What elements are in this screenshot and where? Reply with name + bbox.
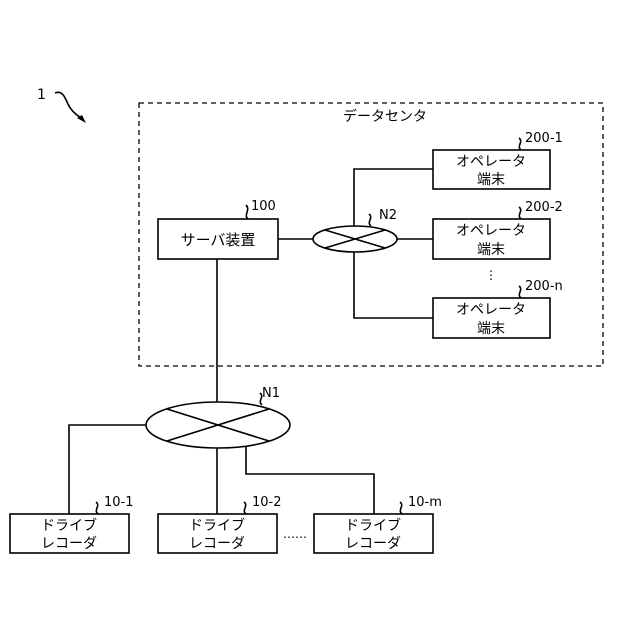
server-ref: 100 — [251, 199, 276, 214]
operator-ref-squiggle — [519, 138, 521, 150]
operator-terminal-1: オペレータ 端末 200-1 — [433, 131, 563, 189]
recorder-label-line1: ドライブ — [345, 517, 401, 534]
recorder-label-line2: レコーダ — [41, 536, 97, 552]
wire-n2-op3 — [354, 251, 433, 318]
operator-ref-squiggle — [519, 207, 521, 219]
network-n2-ref: N2 — [379, 208, 397, 223]
figure-ref-arrow — [55, 92, 82, 119]
recorder-label-line2: レコーダ — [189, 536, 245, 552]
recorder-ref: 10-m — [408, 495, 442, 510]
drive-recorder-1: ドライブ レコーダ 10-1 — [10, 495, 134, 553]
recorder-label-line1: ドライブ — [189, 517, 245, 534]
server-label: サーバ装置 — [181, 231, 256, 249]
drive-recorder-m: ドライブ レコーダ 10-m — [314, 495, 442, 553]
server-ref-squiggle — [246, 205, 248, 219]
figure-ref: 1 — [37, 87, 86, 123]
recorder-ellipsis: …… — [283, 527, 307, 541]
recorder-ref: 10-1 — [104, 495, 134, 510]
datacenter-label: データセンタ — [343, 108, 427, 125]
operator-terminal-2: オペレータ 端末 200-2 — [433, 200, 563, 259]
recorder-ref-squiggle — [96, 502, 98, 514]
operator-ref: 200-1 — [525, 131, 563, 146]
operator-ref: 200-n — [525, 279, 563, 294]
operator-ref-squiggle — [519, 286, 521, 298]
recorder-ref: 10-2 — [252, 495, 282, 510]
recorder-ref-squiggle — [244, 502, 246, 514]
network-n2-squiggle — [369, 214, 371, 226]
network-n1: N1 — [146, 386, 290, 448]
recorder-label-line2: レコーダ — [345, 536, 401, 552]
operator-ref: 200-2 — [525, 200, 563, 215]
operator-terminal-n: オペレータ 端末 200-n — [433, 279, 563, 338]
figure-ref-label: 1 — [37, 87, 46, 103]
operator-label-line2: 端末 — [477, 242, 505, 258]
network-n2: N2 — [313, 208, 397, 252]
operator-label-line1: オペレータ — [456, 302, 526, 318]
operator-ellipsis: ⋮ — [485, 268, 497, 282]
recorder-ref-squiggle — [400, 502, 402, 514]
network-n1-ref: N1 — [262, 386, 280, 401]
operator-label-line1: オペレータ — [456, 154, 526, 170]
server-node: サーバ装置 100 — [158, 199, 278, 259]
operator-label-line1: オペレータ — [456, 223, 526, 239]
drive-recorder-2: ドライブ レコーダ 10-2 — [158, 495, 282, 553]
operator-label-line2: 端末 — [477, 172, 505, 188]
recorder-label-line1: ドライブ — [41, 517, 97, 534]
operator-label-line2: 端末 — [477, 321, 505, 337]
